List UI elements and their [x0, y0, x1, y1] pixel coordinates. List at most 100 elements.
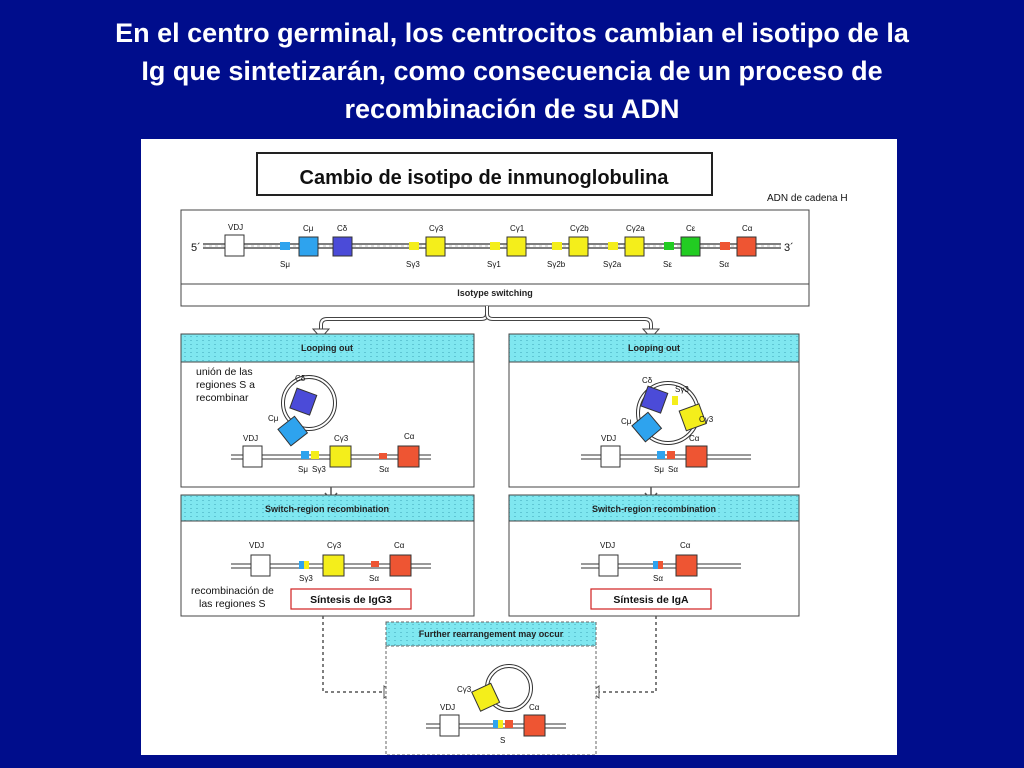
right-loop-c-a [685, 445, 708, 468]
label-c-g2a: Cγ2a [626, 224, 645, 233]
left-result-c-g3-label: Cγ3 [327, 541, 342, 550]
gene-c-g2b [568, 236, 589, 257]
left-result-c-a [389, 554, 412, 577]
left-loop-s-g3 [311, 451, 319, 459]
label-s-epsilon: Sε [663, 260, 672, 269]
right-result-vdj [598, 554, 619, 577]
label-s-alpha: Sα [719, 260, 729, 269]
switch-g3 [409, 242, 419, 250]
left-loop-s-mu-label: Sμ [298, 465, 308, 474]
bottom-loop-c-a [523, 714, 546, 737]
isotype-switching-label: Isotype switching [457, 288, 533, 298]
left-result-s-g3-label: Sγ3 [299, 574, 313, 583]
right-result-c-a-label: Cα [680, 541, 691, 550]
right-loop-vdj-label: VDJ [601, 434, 616, 443]
branch-arrow-right [486, 313, 652, 331]
left-result-c-a-label: Cα [394, 541, 405, 550]
annotation-union-3: recombinar [196, 392, 249, 404]
left-loop-vdj [242, 445, 263, 468]
label-c-alpha: Cα [742, 224, 753, 233]
gene-c-g1 [506, 236, 527, 257]
label-s-g2b: Sγ2b [547, 260, 566, 269]
branch-arrow-right-outline [485, 313, 653, 331]
right-result-s-a-part [658, 561, 663, 569]
branch-arrow-left [320, 306, 488, 331]
right-switch-label: Switch-region recombination [592, 504, 716, 514]
figure-svg: Cambio de isotipo de inmunoglobulina ADN… [180, 152, 848, 755]
figure-title: Cambio de isotipo de inmunoglobulina [300, 167, 670, 189]
gene-c-mu [298, 236, 319, 257]
switch-mu [280, 242, 290, 250]
further-header [385, 621, 597, 647]
label-c-g2b: Cγ2b [570, 224, 589, 233]
label-c-mu: Cμ [303, 224, 314, 233]
left-result-vdj-label: VDJ [249, 541, 264, 550]
left-loop-c-delta [289, 387, 318, 416]
left-loop-c-mu-label: Cμ [268, 414, 279, 423]
right-loop-s-a [667, 451, 675, 459]
annotation-union-2: regiones S a [196, 379, 255, 391]
right-loop-c-g3-label: Cγ3 [699, 415, 714, 424]
five-prime-label: 5´ [191, 242, 201, 254]
left-result-s-mu-part [299, 561, 304, 569]
figure-title-box [256, 152, 713, 196]
left-dotted-connector [322, 616, 386, 693]
left-result-s-a [371, 561, 379, 567]
bottom-loop-vdj-label: VDJ [440, 703, 455, 712]
bottom-loop-s-mu-part [493, 720, 498, 728]
right-loop-c-g3 [678, 403, 707, 432]
label-s-g3: Sγ3 [406, 260, 420, 269]
right-loop-c-a-label: Cα [689, 434, 700, 443]
label-c-delta: Cδ [337, 224, 348, 233]
three-prime-label: 3´ [784, 242, 794, 254]
label-c-g1: Cγ1 [510, 224, 525, 233]
bottom-loop-s-a-part [505, 720, 513, 728]
gene-c-g3 [425, 236, 446, 257]
label-s-g2a: Sγ2a [603, 260, 622, 269]
left-result-c-g3 [322, 554, 345, 577]
gene-c-epsilon [680, 236, 701, 257]
switch-epsilon [664, 242, 674, 250]
bottom-loop-c-a-label: Cα [529, 703, 540, 712]
right-loop-s-mu-label: Sμ [654, 465, 664, 474]
right-loop-s-g3 [672, 396, 678, 405]
left-loop-vdj-label: VDJ [243, 434, 258, 443]
right-loop-c-mu [631, 411, 663, 443]
left-result-s-g3-part [304, 561, 309, 569]
bottom-loop-s-label: S [500, 736, 505, 745]
slide-title-line-3: recombinación de su ADN [344, 94, 680, 124]
left-loop-s-g3-label: Sγ3 [312, 465, 326, 474]
switch-g2a [608, 242, 618, 250]
right-looping-label: Looping out [628, 343, 680, 353]
left-loop-c-g3 [329, 445, 352, 468]
left-loop-c-g3-label: Cγ3 [334, 434, 349, 443]
left-loop-s-a-label: Sα [379, 465, 389, 474]
bottom-loop-s-g3-part [498, 720, 503, 728]
right-result-c-a [675, 554, 698, 577]
right-result-vdj-label: VDJ [600, 541, 615, 550]
gene-c-g2a [624, 236, 645, 257]
synthesis-igg3-box [290, 588, 412, 610]
right-result-s-mu-part [653, 561, 658, 569]
label-s-g1: Sγ1 [487, 260, 501, 269]
right-looping-header [508, 333, 800, 363]
left-loop-s-mu [301, 451, 309, 459]
vdj-segment [224, 234, 245, 257]
annotation-recomb-2: las regiones S [199, 598, 266, 610]
vdj-label: VDJ [228, 223, 243, 232]
left-loop-c-a-label: Cα [404, 432, 415, 441]
right-loop-s-a-label: Sα [668, 465, 678, 474]
annotation-recomb-1: recombinación de [191, 585, 274, 597]
right-loop-s-mu [657, 451, 665, 459]
switch-g1 [490, 242, 500, 250]
label-c-g3: Cγ3 [429, 224, 444, 233]
left-loop-c-a [397, 445, 420, 468]
left-result-vdj [250, 554, 271, 577]
right-loop-s-g3-label: Sγ3 [675, 385, 689, 394]
bottom-loop-vdj [439, 714, 460, 737]
right-loop-c-mu-label: Cμ [621, 417, 632, 426]
right-result-s-a-label: Sα [653, 574, 663, 583]
right-loop-vdj [600, 445, 621, 468]
gene-c-alpha [736, 236, 757, 257]
switch-g2b [552, 242, 562, 250]
